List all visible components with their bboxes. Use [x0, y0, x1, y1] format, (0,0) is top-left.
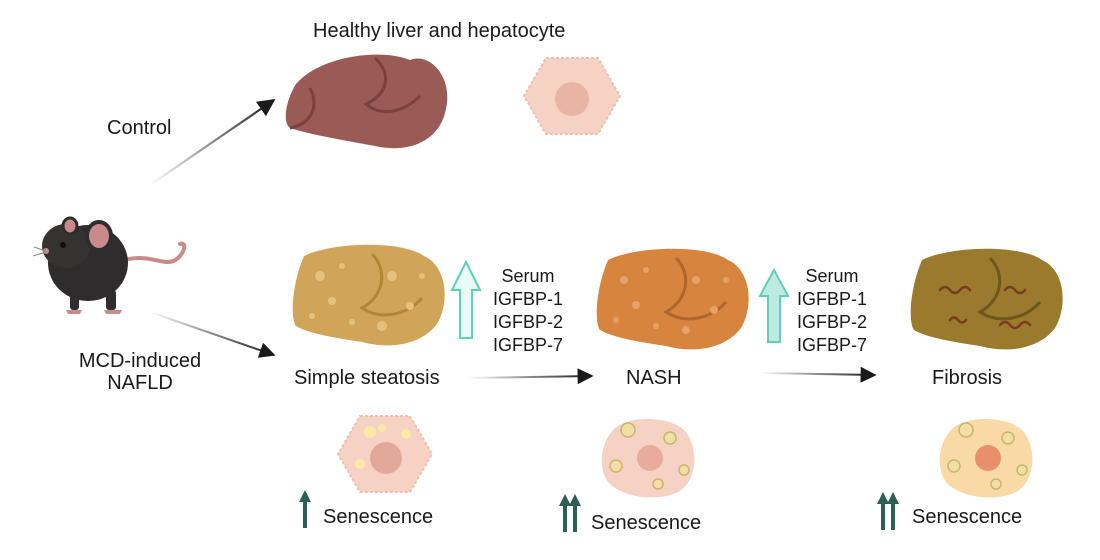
- fibrosis-liver-icon: [910, 248, 1063, 350]
- senescence-label: Senescence: [323, 506, 434, 528]
- control-label: Control: [107, 117, 172, 139]
- senescence-up-arrow-icon: [299, 490, 311, 528]
- arrow-to-control: [149, 99, 276, 186]
- senescence-up-arrow-icon: [569, 494, 581, 532]
- serum-marker-item: IGFBP-2: [796, 312, 867, 332]
- serum-increase-arrow-icon: [758, 267, 790, 343]
- senescence-label: Senescence: [912, 506, 1023, 528]
- fibrosis-label: Fibrosis: [932, 367, 1003, 389]
- serum-marker-block: Serum IGFBP-1 IGFBP-2 IGFBP-7: [782, 265, 882, 357]
- steatosis-label: Simple steatosis: [294, 367, 440, 389]
- arrow-to-steatosis: [149, 311, 276, 358]
- serum-increase-arrow-icon: [450, 259, 482, 339]
- steatosis-cell-icon: [336, 415, 434, 493]
- senescence-up-arrow-icon: [877, 492, 889, 530]
- serum-marker-item: IGFBP-2: [492, 312, 563, 332]
- serum-title: Serum: [805, 266, 859, 286]
- nash-liver-icon: [596, 248, 749, 350]
- nash-cell-icon: [601, 418, 695, 498]
- senescence-up-arrow-icon: [887, 492, 899, 530]
- nash-label: NASH: [626, 367, 682, 389]
- fibrosis-cell-icon: [939, 418, 1033, 498]
- model-label-line1: MCD-induced: [78, 350, 202, 372]
- model-label: MCD-induced NAFLD: [65, 350, 215, 394]
- model-label-line2: NAFLD: [107, 372, 173, 394]
- healthy-hepatocyte-icon: [522, 57, 622, 135]
- healthy-label: Healthy liver and hepatocyte: [313, 20, 566, 42]
- healthy-liver-icon: [285, 54, 448, 149]
- serum-marker-item: IGFBP-7: [796, 335, 867, 355]
- serum-marker-item: IGFBP-1: [492, 289, 563, 309]
- senescence-label: Senescence: [591, 512, 702, 534]
- serum-marker-block: Serum IGFBP-1 IGFBP-2 IGFBP-7: [478, 265, 578, 357]
- senescence-up-arrow-icon: [559, 494, 571, 532]
- arrow-nash-to-fibrosis: [759, 366, 877, 383]
- serum-marker-item: IGFBP-1: [796, 289, 867, 309]
- arrow-steatosis-to-nash: [467, 368, 594, 385]
- mouse-icon: [32, 216, 187, 314]
- serum-marker-item: IGFBP-7: [492, 335, 563, 355]
- serum-title: Serum: [501, 266, 555, 286]
- steatosis-liver-icon: [292, 244, 445, 346]
